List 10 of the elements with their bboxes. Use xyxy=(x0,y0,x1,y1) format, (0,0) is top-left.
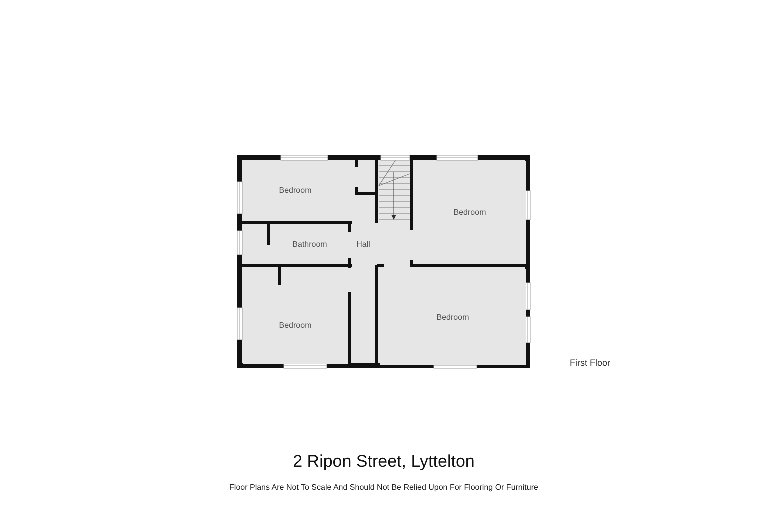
room-label: Bedroom xyxy=(279,321,312,330)
room-label: Bathroom xyxy=(292,240,328,249)
room-label: Bedroom xyxy=(454,208,486,217)
disclaimer-caption: Floor Plans Are Not To Scale And Should Not Be Relied Upon For Flooring Or Furniture xyxy=(228,483,540,492)
room-label: Bedroom xyxy=(279,186,312,195)
floor-label: First Floor xyxy=(570,358,610,368)
address-title: 2 Ripon Street, Lyttelton xyxy=(292,452,476,472)
room-area xyxy=(380,269,526,365)
room-label: Bedroom xyxy=(436,312,470,322)
room-label: Hall xyxy=(356,240,370,248)
